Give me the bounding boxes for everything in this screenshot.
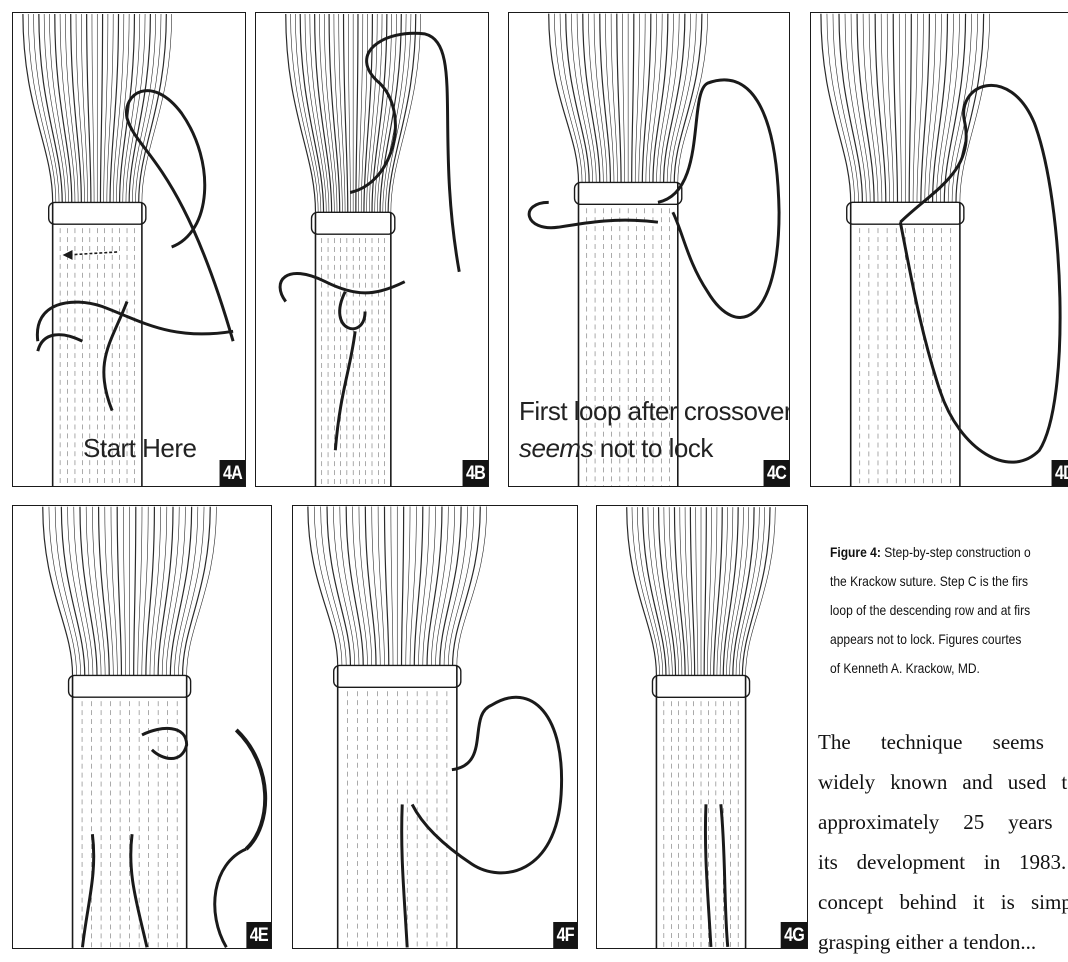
caption-line-1: Figure 4: Step-by-step construction o: [830, 538, 1054, 567]
panel-label-4e: 4E: [246, 922, 271, 948]
body-line-3: approximately 25 years afte: [818, 802, 1068, 842]
figure-panel-4d: 4D: [810, 12, 1068, 487]
panel-label-4d: 4D: [1051, 460, 1068, 486]
figure-panel-4f: 4F: [292, 505, 578, 949]
panel-label-4f: 4F: [553, 922, 577, 948]
figure-panel-4e: 4E: [12, 505, 272, 949]
body-line-1: The technique seems mor: [818, 722, 1068, 762]
caption-line-5: of Kenneth A. Krackow, MD.: [830, 654, 1054, 683]
figure-panel-4g: 4G: [596, 505, 808, 949]
tendon-illustration-4e: [13, 506, 271, 948]
panel-note-4c-rest: not to lock: [593, 433, 713, 463]
figure-caption: Figure 4: Step-by-step construction o th…: [830, 538, 1054, 683]
caption-line-4: appears not to lock. Figures courtes: [830, 625, 1054, 654]
tendon-fibers: [43, 507, 217, 948]
panel-note-4a: Start Here: [83, 433, 197, 464]
panel-label-4a: 4A: [219, 460, 245, 486]
body-line-6: grasping either a tendon...: [818, 922, 1068, 962]
body-line-5: concept behind it is simple—: [818, 882, 1068, 922]
tendon-fibers: [627, 507, 776, 948]
body-paragraph: The technique seems mor widely known and…: [818, 722, 1068, 962]
tendon-fibers: [23, 14, 172, 486]
body-line-2: widely known and used today: [818, 762, 1068, 802]
tendon-fibers: [308, 507, 487, 948]
panel-note-4c-line2: seems not to lock: [519, 433, 713, 464]
panel-label-4c: 4C: [763, 460, 789, 486]
tendon-illustration-4a: [13, 13, 245, 486]
tendon-fibers: [286, 14, 421, 486]
figure-panel-4b: 4B: [255, 12, 489, 487]
caption-line-2: the Krackow suture. Step C is the firs: [830, 567, 1054, 596]
figure-panel-4a: Start Here 4A: [12, 12, 246, 487]
tendon-illustration-4f: [293, 506, 577, 948]
tendon-illustration-4g: [597, 506, 807, 948]
body-line-4: its development in 1983. Th: [818, 842, 1068, 882]
panel-note-4c-line1: First loop after crossover: [519, 396, 790, 427]
panel-note-4c-italic: seems: [519, 433, 593, 463]
figure-panel-4c: First loop after crossover seems not to …: [508, 12, 790, 487]
tendon-illustration-4b: [256, 13, 488, 486]
panel-label-4b: 4B: [462, 460, 488, 486]
tendon-illustration-4d: [811, 13, 1068, 486]
caption-line-1-text: Step-by-step construction o: [881, 544, 1031, 560]
panel-label-4g: 4G: [780, 922, 807, 948]
caption-label: Figure 4:: [830, 544, 881, 560]
caption-line-3: loop of the descending row and at firs: [830, 596, 1054, 625]
